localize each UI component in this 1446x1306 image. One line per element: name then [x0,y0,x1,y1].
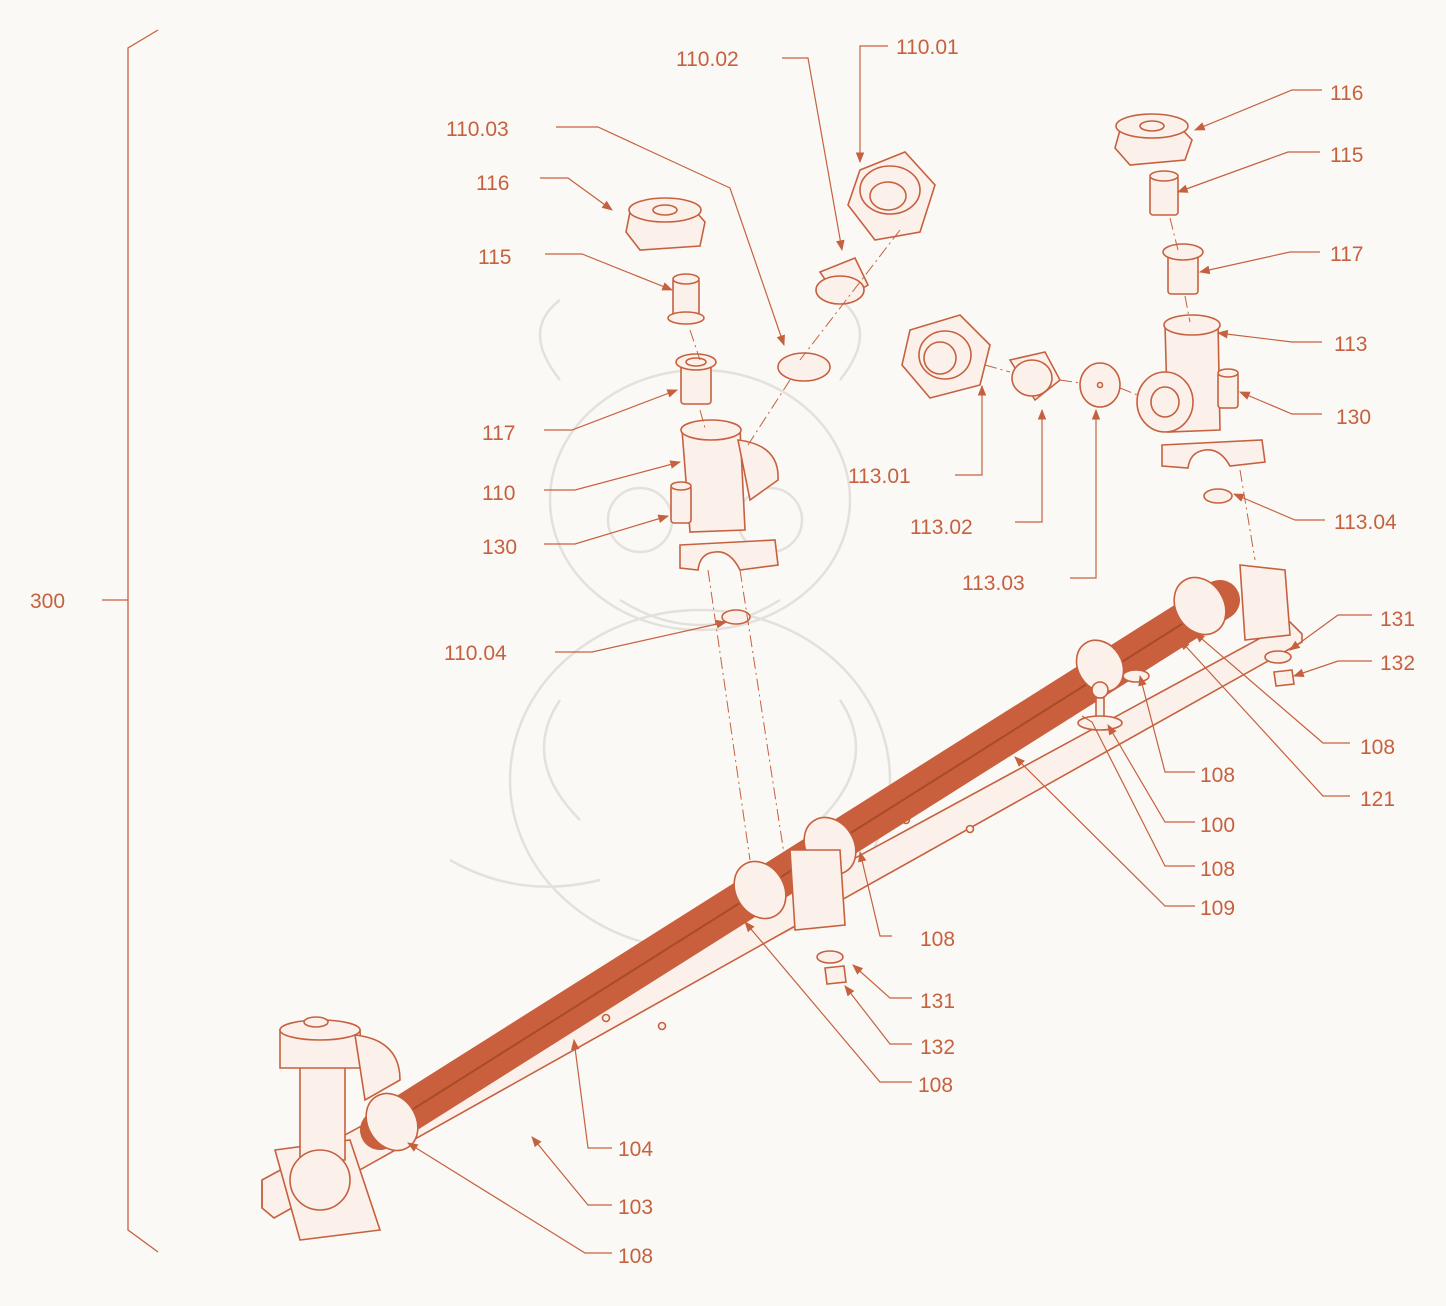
callout-108-e: 108 [918,1074,953,1097]
disc-110-03 [777,352,831,382]
gasket-110-04 [721,609,751,625]
callout-116-right: 116 [1330,82,1363,105]
callout-113-01: 113.01 [848,465,911,488]
nut-132-right [1273,669,1295,687]
callout-104: 104 [618,1138,653,1161]
left-end-valve [279,1016,401,1211]
washer-131-mid [816,950,844,964]
valve-110-exploded [625,197,779,625]
washer-131-right [1264,650,1292,664]
base-plate [261,621,1303,1219]
callout-113-04: 113.04 [1334,511,1397,534]
assembly-bracket [102,29,159,1253]
callout-110-02: 110.02 [676,48,739,71]
callout-117-right: 117 [1330,243,1363,266]
callout-132-mid: 132 [920,1036,955,1059]
callout-110: 110 [482,482,515,505]
callout-115-left: 115 [478,246,511,269]
callout-109: 109 [1200,897,1235,920]
parts-110-fittings [777,151,936,382]
callout-110-03: 110.03 [446,118,509,141]
callout-117-left: 117 [482,422,515,445]
callout-113-03: 113.03 [962,572,1025,595]
pipe-mounts [273,564,1291,1241]
callout-labels: 300 110.02 110.01 110.03 116 115 117 110… [30,36,1415,1268]
callout-113: 113 [1334,333,1367,356]
callout-100: 100 [1200,814,1235,837]
callout-108-a: 108 [1360,736,1395,759]
gasket-113-04 [1203,488,1233,504]
valve-113-exploded [901,113,1266,504]
callout-113-02: 113.02 [910,516,973,539]
nut-132-mid [824,965,847,985]
callout-132-right: 132 [1380,652,1415,675]
callout-leaders [407,45,1372,1254]
callout-108-d: 108 [920,928,955,951]
callout-131-right: 131 [1380,608,1415,631]
callout-131-mid: 131 [920,990,955,1013]
assembly-label-300: 300 [30,590,65,613]
callout-108-f: 108 [618,1245,653,1268]
callout-110-04: 110.04 [444,642,507,665]
callout-108-c: 108 [1200,858,1235,881]
callout-103: 103 [618,1196,653,1219]
callout-130-right: 130 [1336,406,1371,429]
callout-121: 121 [1360,788,1395,811]
callout-110-01: 110.01 [896,36,959,59]
callout-115-right: 115 [1330,144,1363,167]
callout-116-left: 116 [476,172,509,195]
callout-130-left: 130 [482,536,517,559]
washers-and-nuts [816,650,1295,985]
assembly-axes [689,217,1256,861]
callout-108-b: 108 [1200,764,1235,787]
